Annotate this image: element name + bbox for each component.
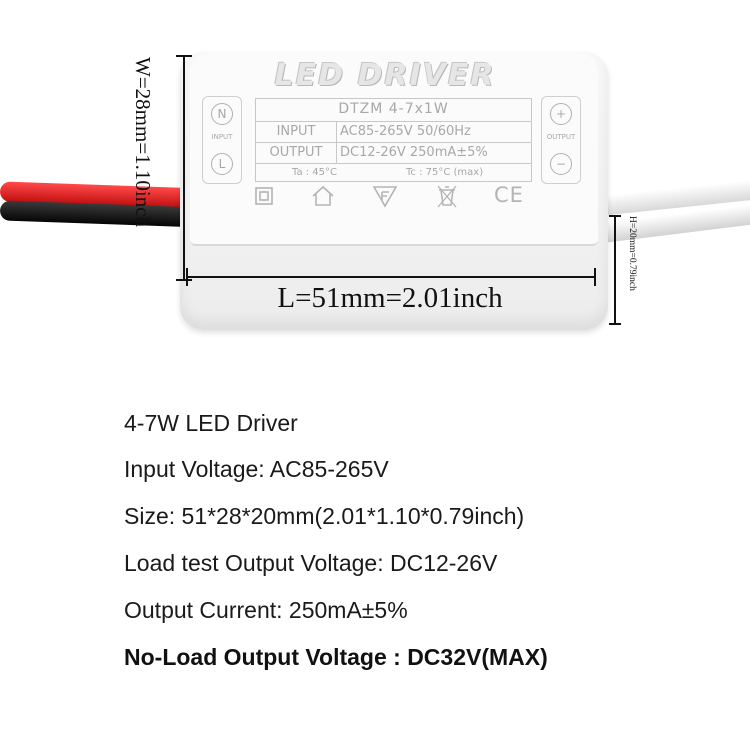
temperature-row: Ta : 45°C Tc : 75°C (max): [256, 163, 531, 182]
spec-line-1: 4-7W LED Driver: [124, 410, 298, 436]
weee-bin-icon: [436, 184, 458, 215]
input-panel-label: INPUT: [211, 133, 233, 141]
indoor-use-icon: [310, 184, 336, 213]
spec-line-3: Size: 51*28*20mm(2.01*1.10*0.79inch): [124, 503, 525, 529]
model-number: DTZM 4-7x1W: [338, 101, 449, 117]
product-photo: LED DRIVER N INPUT L DTZM 4-7x1W INPUT A…: [0, 52, 750, 330]
input-terminal-panel: N INPUT L: [202, 96, 242, 184]
width-dimension-label: W=28mm=1.10inch: [131, 57, 155, 228]
height-dimension-label: H=20mm=0.79inch: [627, 216, 637, 291]
spec-line-2: Input Voltage: AC85-265V: [124, 456, 389, 482]
height-dimension-line: [614, 215, 616, 325]
output-value: DC12-26V 250mA±5%: [340, 145, 488, 160]
spec-line-noload: No-Load Output Voltage : DC32V(MAX): [124, 644, 548, 670]
plus-symbol: +: [550, 103, 572, 125]
length-dimension-cap-left: [186, 268, 188, 286]
spec-line-5: Output Current: 250mA±5%: [124, 597, 408, 623]
input-value: AC85-265V 50/60Hz: [340, 124, 471, 139]
output-row: OUTPUT DC12-26V 250mA±5%: [256, 142, 531, 163]
double-insulation-icon: [254, 186, 274, 211]
case-temp: Tc : 75°C (max): [406, 167, 484, 178]
input-row: INPUT AC85-265V 50/60Hz: [256, 121, 531, 142]
width-dimension-line: [183, 55, 185, 281]
f-mark-icon: [372, 184, 398, 213]
ce-mark: CE: [494, 183, 524, 207]
ambient-temp: Ta : 45°C: [292, 167, 338, 178]
rating-label: DTZM 4-7x1W INPUT AC85-265V 50/60Hz OUTP…: [255, 98, 532, 182]
width-dimension-cap-top: [176, 55, 192, 57]
output-panel-label: OUTPUT: [546, 133, 576, 141]
height-dimension-cap-top: [609, 215, 621, 217]
live-symbol: L: [211, 153, 233, 175]
brand-logo: LED DRIVER: [274, 58, 496, 93]
output-label: OUTPUT: [256, 143, 337, 163]
neutral-symbol: N: [211, 103, 233, 125]
spec-line-4: Load test Output Voltage: DC12-26V: [124, 550, 498, 576]
height-dimension-cap-bottom: [609, 323, 621, 325]
driver-label-face: [190, 52, 598, 246]
width-dimension-cap-bottom: [176, 279, 192, 281]
length-dimension-cap-right: [594, 268, 596, 286]
input-label: INPUT: [256, 122, 337, 142]
output-terminal-panel: + OUTPUT −: [541, 96, 581, 184]
minus-symbol: −: [550, 153, 572, 175]
length-dimension-line: [186, 276, 596, 278]
length-dimension-label: L=51mm=2.01inch: [277, 282, 503, 314]
